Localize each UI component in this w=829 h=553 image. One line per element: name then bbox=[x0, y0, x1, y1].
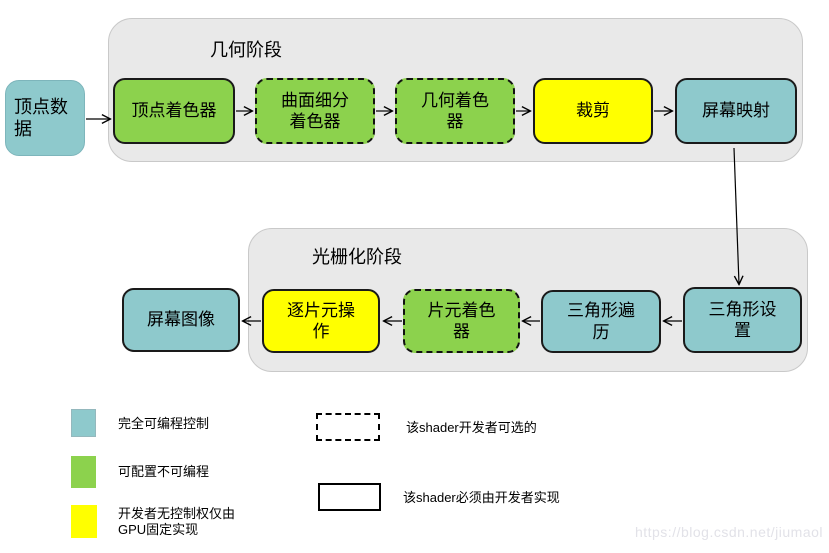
node-triangle-setup: 三角形设 置 bbox=[683, 287, 802, 353]
legend-swatch-configurable bbox=[71, 456, 96, 488]
node-triangle-traversal: 三角形遍 历 bbox=[541, 290, 661, 353]
geometry-stage-title: 几何阶段 bbox=[210, 40, 282, 60]
node-vertex-data: 顶点数据 bbox=[5, 80, 85, 156]
node-clipping: 裁剪 bbox=[533, 78, 653, 144]
node-per-fragment-ops: 逐片元操 作 bbox=[262, 289, 380, 353]
legend-label-programmable: 完全可编程控制 bbox=[118, 416, 210, 431]
node-fragment-shader: 片元着色 器 bbox=[403, 289, 520, 353]
node-screen-mapping: 屏幕映射 bbox=[675, 78, 797, 144]
legend-label-configurable: 可配置不可编程 bbox=[118, 464, 210, 479]
legend-label-optional-shader: 该shader开发者可选的 bbox=[406, 420, 537, 435]
watermark: https://blog.csdn.net/jiumaol bbox=[634, 524, 823, 540]
legend-label-fixed-gpu: 开发者无控制权仅由 GPU固定实现 bbox=[118, 506, 236, 538]
node-geometry-shader: 几何着色 器 bbox=[395, 78, 515, 144]
legend-swatch-programmable bbox=[71, 409, 96, 437]
node-screen-image: 屏幕图像 bbox=[122, 288, 240, 352]
legend-label-required-shader: 该shader必须由开发者实现 bbox=[403, 490, 560, 505]
legend-swatch-optional-dashed bbox=[316, 413, 380, 441]
node-tessellation-shader: 曲面细分 着色器 bbox=[255, 78, 375, 144]
legend-swatch-required-solid bbox=[318, 483, 381, 511]
node-vertex-shader: 顶点着色器 bbox=[113, 78, 235, 144]
legend-swatch-fixed-gpu bbox=[71, 505, 97, 538]
raster-stage-title: 光栅化阶段 bbox=[312, 247, 402, 267]
